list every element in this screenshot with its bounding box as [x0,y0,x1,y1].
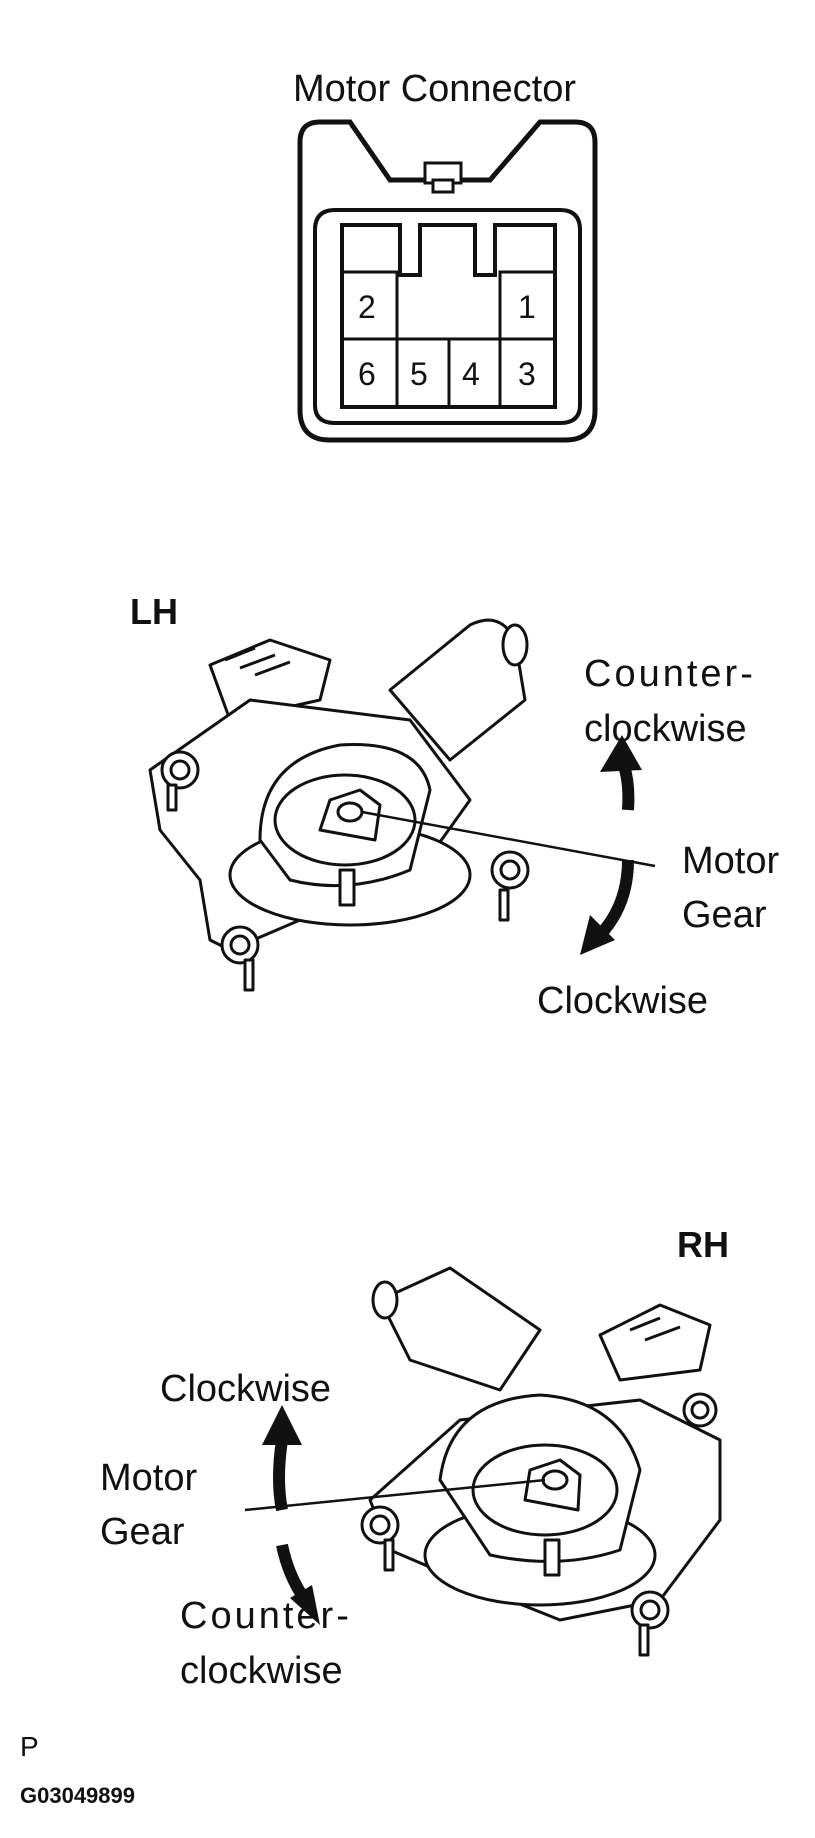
pin-4-label: 4 [462,356,480,392]
footer-letter: P [20,1731,39,1762]
lh-counter-label-2: clockwise [584,708,747,750]
pin-1-label: 1 [518,289,536,325]
rh-clockwise-label: Clockwise [160,1368,332,1410]
lh-side-label: LH [130,591,178,632]
lh-counter-label-1: Counter- [584,653,756,695]
rh-side-label: RH [677,1224,729,1265]
rh-gear-label-2: Gear [100,1511,185,1553]
lh-clockwise-label: Clockwise [537,980,709,1022]
pin-2-label: 2 [358,289,376,325]
lh-gear-label-2: Gear [682,894,767,936]
lh-gear-label-1: Motor [682,840,780,882]
pin-3-label: 3 [518,356,536,392]
pin-5-label: 5 [410,356,428,392]
rh-counter-label-1: Counter- [180,1595,352,1637]
rh-counter-label-2: clockwise [180,1650,343,1692]
connector-title: Motor Connector [293,68,577,110]
rh-gear-label-1: Motor [100,1457,198,1499]
pin-6-label: 6 [358,356,376,392]
figure-code: G03049899 [20,1783,135,1808]
